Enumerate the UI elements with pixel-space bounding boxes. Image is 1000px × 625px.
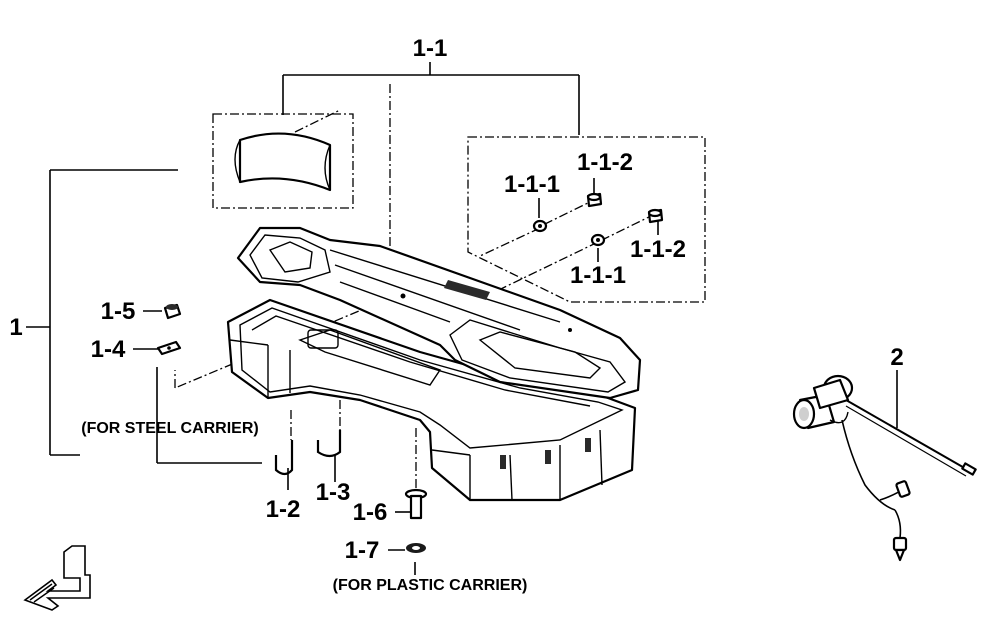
hook-1-2 bbox=[274, 440, 294, 476]
label-2: 2 bbox=[890, 344, 903, 371]
label-1-2: 1-2 bbox=[266, 496, 301, 523]
label-1-7: 1-7 bbox=[345, 537, 380, 564]
steel-carrier-note: (FOR STEEL CARRIER) bbox=[81, 420, 258, 437]
nut-1-1-1-top bbox=[532, 219, 548, 233]
spacer-part bbox=[234, 132, 332, 192]
clip-1-4 bbox=[156, 340, 182, 356]
leader-lines bbox=[26, 62, 898, 575]
label-1-1-1-top: 1-1-1 bbox=[504, 171, 560, 198]
label-1-5: 1-5 bbox=[101, 298, 136, 325]
label-1: 1 bbox=[9, 314, 22, 341]
detail-box-spacer bbox=[212, 113, 354, 209]
label-1-1-2-bottom: 1-1-2 bbox=[630, 236, 686, 263]
lamp-harness-2 bbox=[792, 374, 977, 562]
nut-1-1-1-bottom bbox=[590, 233, 606, 247]
front-direction-arrow-icon bbox=[23, 545, 91, 611]
label-1-4: 1-4 bbox=[91, 336, 126, 363]
label-1-1: 1-1 bbox=[413, 35, 448, 62]
cap-1-5 bbox=[163, 303, 182, 320]
part-labels: 1-1 1-1-2 1-1-1 1-1-2 1-1-1 1 1-5 1-4 (F… bbox=[9, 35, 903, 594]
detail-box-fasteners bbox=[467, 136, 706, 303]
washer-1-7 bbox=[406, 543, 426, 553]
bolt-1-1-2-bottom bbox=[647, 208, 664, 224]
label-1-6: 1-6 bbox=[353, 499, 388, 526]
label-1-1-2-top: 1-1-2 bbox=[577, 149, 633, 176]
hook-1-3 bbox=[316, 430, 342, 458]
plastic-carrier-note: (FOR PLASTIC CARRIER) bbox=[333, 577, 528, 594]
pin-1-6 bbox=[404, 488, 428, 520]
label-1-1-1-bottom: 1-1-1 bbox=[570, 262, 626, 289]
alignment-lines bbox=[174, 84, 656, 488]
label-1-3: 1-3 bbox=[316, 479, 351, 506]
carrier-lid bbox=[236, 226, 642, 400]
bolt-1-1-2-top bbox=[586, 192, 603, 208]
